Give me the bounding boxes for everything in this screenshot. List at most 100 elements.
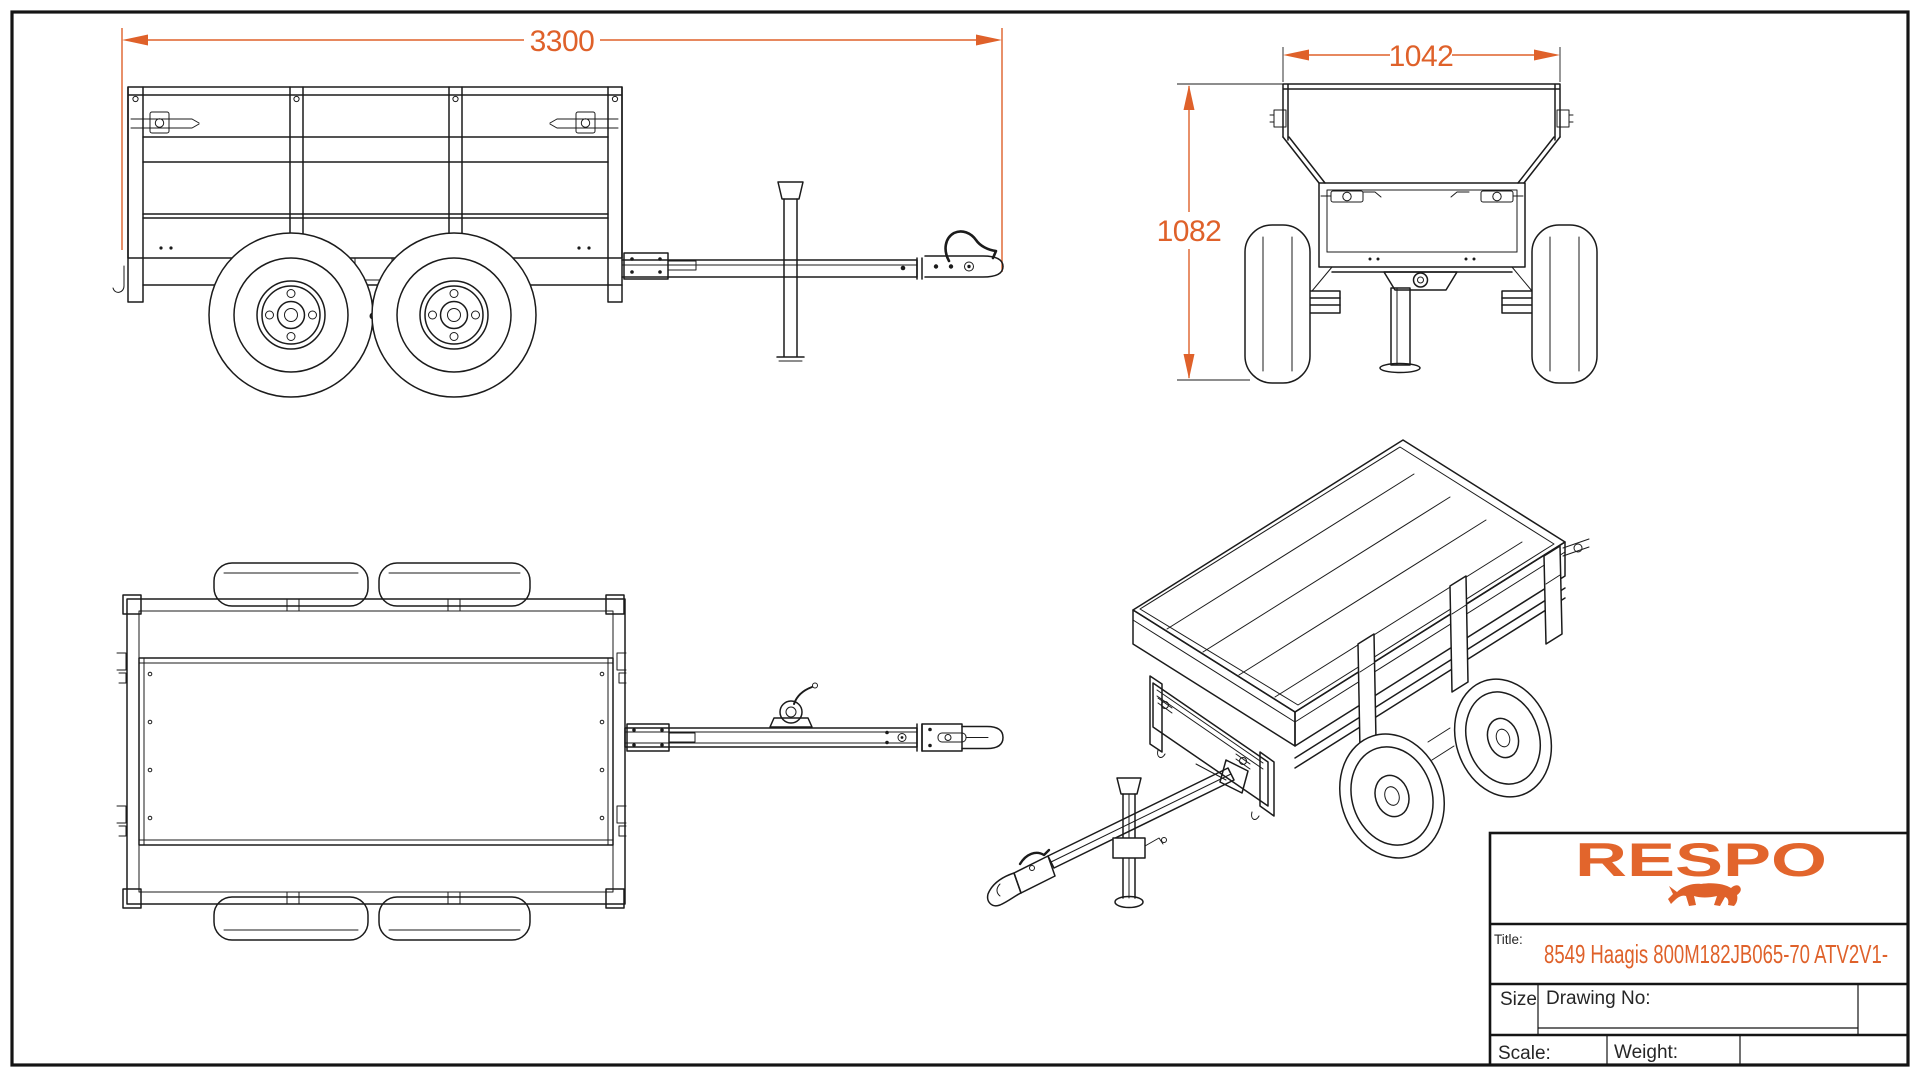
mount-plate-bolts <box>630 257 662 274</box>
arrow-down-icon <box>1183 354 1195 379</box>
box-outline <box>127 86 623 259</box>
title-label: Title: <box>1494 932 1523 947</box>
coupler-bolt <box>928 743 932 748</box>
beam-bolt <box>900 265 906 271</box>
side-tab-right <box>1556 109 1570 128</box>
plan-jockey-winch <box>769 682 818 728</box>
iso-jockey-stand <box>1112 777 1167 909</box>
dim-overall-height: 1082 <box>1157 83 1283 381</box>
plan-mount-bolts <box>632 728 664 747</box>
side-wheel-rear <box>371 232 537 398</box>
beam-bolt <box>885 730 889 735</box>
plan-coupler-pin <box>944 734 952 741</box>
plan-side-latches <box>116 652 627 837</box>
drawing-no-label: Drawing No: <box>1546 988 1651 1009</box>
drawbar-mount-plate <box>623 252 669 280</box>
iso-floor-planks <box>1166 473 1523 698</box>
iso-corner-latch <box>1562 538 1590 557</box>
beam-ring <box>897 733 907 742</box>
side-view: 3300 <box>112 25 1004 398</box>
iso-hitch-coupler <box>986 848 1056 907</box>
title-block: RESPO Title: 8549 Haagis 800M182JB065-70… <box>1488 831 1910 1067</box>
dim-overall-length: 3300 <box>121 25 1003 272</box>
iso-drawbar-brace <box>1195 763 1227 781</box>
jockey-stand <box>776 181 805 362</box>
iso-right-wall <box>1294 541 1566 747</box>
tailgate-latch-right <box>1450 190 1524 203</box>
dim-extension-lines <box>1282 47 1561 82</box>
dim-extension-lines <box>121 28 1003 272</box>
plan-floor-lines <box>138 657 614 846</box>
bolt-icon <box>611 95 619 103</box>
beam-ring-pin <box>900 736 904 739</box>
side-latch-left <box>130 111 200 134</box>
arrow-left-icon <box>1283 49 1309 61</box>
dim-overall-width: 1042 <box>1282 40 1561 82</box>
plan-floor <box>138 657 614 846</box>
title-block-border <box>1488 831 1910 1067</box>
iso-drawbar-beam <box>1047 767 1235 869</box>
side-wheel-front <box>208 232 374 398</box>
axle-bracket-left <box>1305 290 1341 314</box>
rear-wheel-right <box>1531 224 1598 384</box>
iso-suspension <box>1427 727 1455 761</box>
arrow-right-icon <box>976 34 1002 46</box>
drawbar-beam <box>621 259 918 278</box>
dim-length-value: 3300 <box>530 25 595 58</box>
arrow-left-icon <box>122 34 148 46</box>
tailgate-latch-left <box>1320 190 1382 203</box>
tailgate-inner <box>1326 189 1518 253</box>
coupler-bolt <box>928 727 932 732</box>
coupler-eye <box>1412 272 1429 288</box>
title-block-rows <box>1490 922 1908 1037</box>
hitch-coupler <box>924 255 1004 278</box>
axle-bracket-right <box>1501 290 1537 314</box>
iso-rim-outer <box>1132 439 1566 713</box>
coupler-pin <box>967 264 971 269</box>
bolt-icon <box>452 95 459 103</box>
iso-stake-posts <box>1357 545 1563 751</box>
bolt-icon <box>132 95 139 103</box>
bull-icon <box>1668 883 1741 906</box>
coupler-ring <box>964 261 974 272</box>
plan-wheels <box>213 562 531 941</box>
side-latch-right <box>549 111 619 134</box>
scale-label: Scale: <box>1498 1043 1551 1064</box>
iso-wheel-front <box>1338 733 1446 859</box>
tailgate <box>1318 182 1526 268</box>
mount-tube <box>667 260 697 271</box>
rear-box-flare <box>1282 136 1561 184</box>
jockey-stand-rear <box>1379 287 1421 374</box>
weight-label: Weight: <box>1614 1042 1678 1063</box>
frame-braces <box>1311 266 1533 292</box>
plan-coupler-body <box>921 723 963 752</box>
arrow-right-icon <box>1534 49 1560 61</box>
iso-front-gate <box>1149 675 1275 820</box>
iso-drawbar-bracket <box>1219 759 1249 794</box>
coupler-joint <box>916 257 923 280</box>
title-block-columns <box>1537 984 1859 1065</box>
board-rivets <box>159 246 591 250</box>
stake-posts <box>127 86 623 303</box>
sheet-border <box>10 10 1910 1067</box>
iso-frame-rails <box>1294 587 1566 769</box>
top-view <box>116 562 1004 941</box>
bolt-icon <box>293 95 300 103</box>
plan-stake-tabs <box>286 598 461 905</box>
respo-logo: RESPO <box>1575 833 1827 906</box>
plan-coupler-tongue <box>961 725 1004 750</box>
plan-corner-posts <box>122 594 625 909</box>
rear-box-top <box>1282 83 1561 141</box>
rear-view: 1042 1082 <box>1157 40 1598 384</box>
coupler-bolt <box>948 264 954 269</box>
side-tab-left <box>1273 109 1287 128</box>
post-bolts <box>132 95 619 103</box>
arrow-up-icon <box>1183 85 1195 110</box>
dim-extension-lines <box>1177 83 1283 381</box>
plan-drawbar-lines <box>624 731 918 744</box>
isometric-view <box>986 439 1590 909</box>
iso-wall-band <box>1132 551 1566 723</box>
beam-bolt <box>885 740 889 745</box>
plan-floor-bolts <box>147 671 605 821</box>
